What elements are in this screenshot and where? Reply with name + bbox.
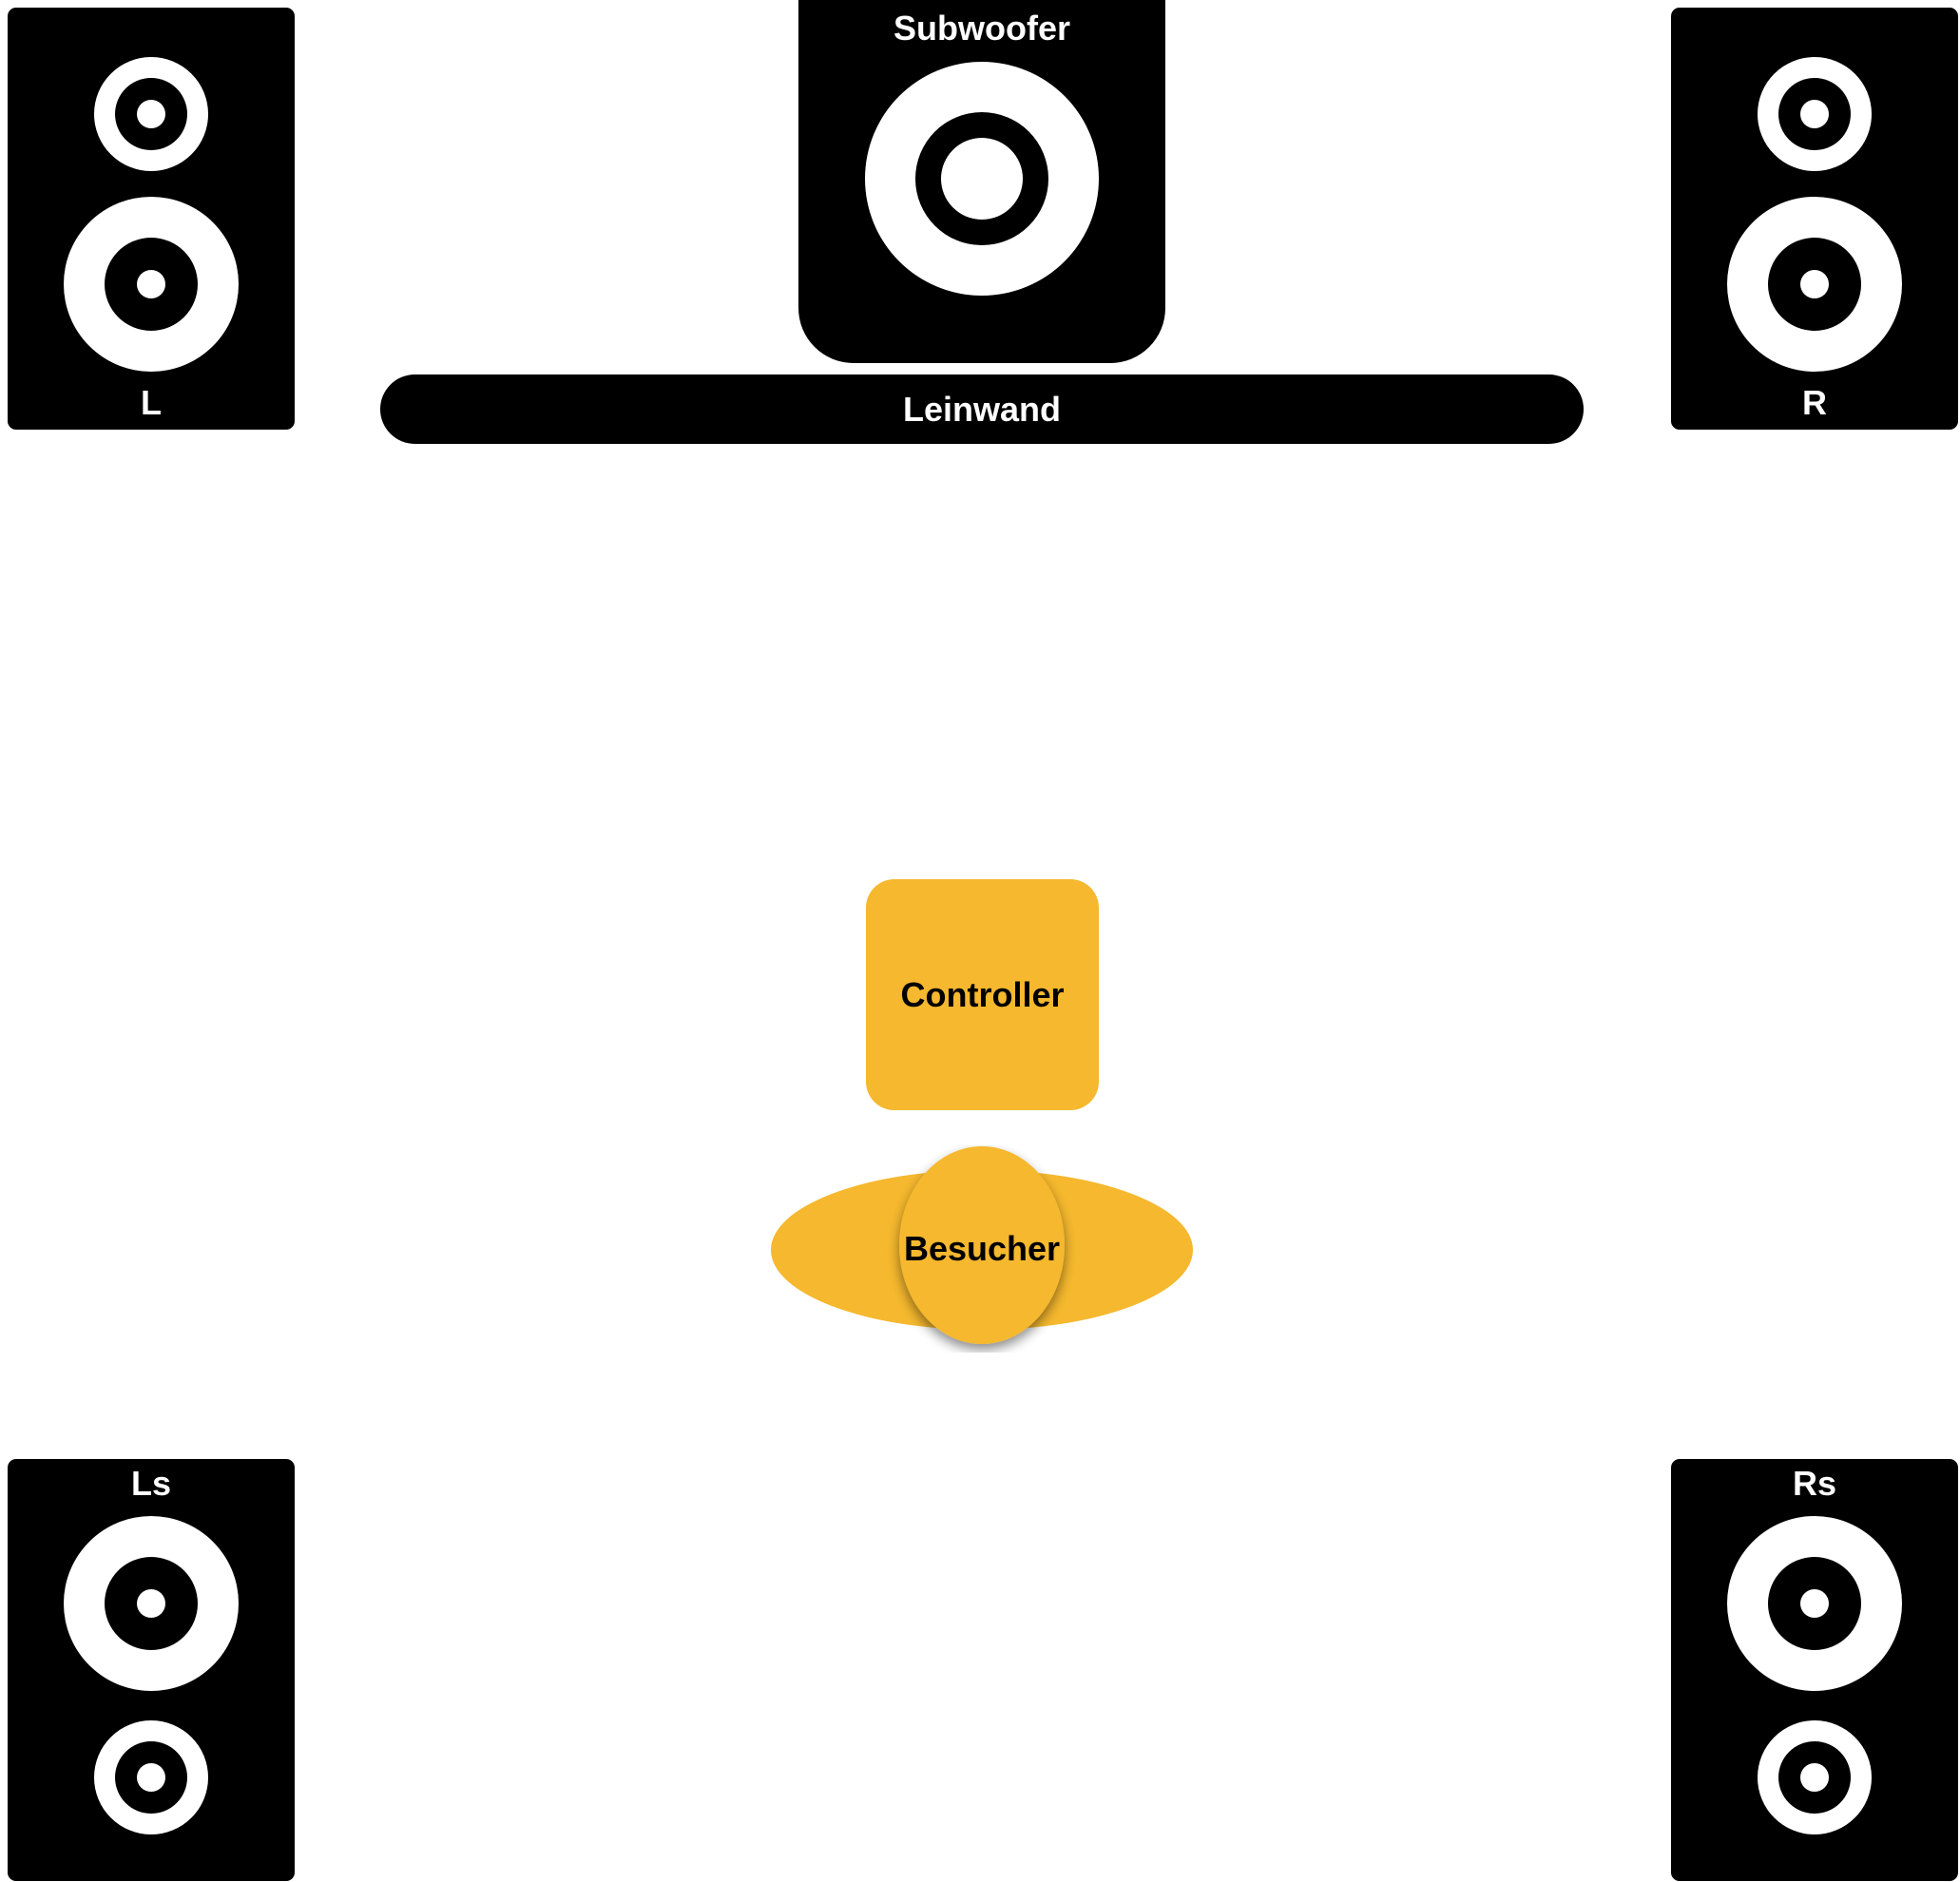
woofer-icon [1727,197,1902,372]
tweeter-icon [94,57,208,171]
speaker-surround-left: Ls [8,1459,295,1881]
tweeter-icon [1758,57,1872,171]
speaker-label: R [1802,383,1827,422]
speaker-label: Ls [130,1464,171,1503]
speaker-front-right: R [1671,8,1958,430]
screen-bar: Leinwand [380,374,1584,444]
woofer-icon [64,197,239,372]
subwoofer: Subwoofer [798,0,1165,363]
subwoofer-top [798,0,1165,57]
subwoofer-driver-icon [865,62,1099,296]
visitor-label: Besucher [903,1229,1061,1268]
woofer-icon [1727,1516,1902,1691]
controller-box: Controller [866,879,1099,1110]
speaker-front-left: L [8,8,295,430]
tweeter-icon [1758,1720,1872,1834]
person-icon [771,1146,1193,1344]
speaker-label: Rs [1792,1464,1837,1503]
tweeter-icon [94,1720,208,1834]
screen-label: Leinwand [902,390,1061,429]
visitor-figure: Besucher [770,1145,1194,1353]
controller-label: Controller [900,975,1065,1014]
speaker-surround-right: Rs [1671,1459,1958,1881]
woofer-icon [64,1516,239,1691]
subwoofer-label: Subwoofer [894,9,1070,48]
speaker-label: L [141,383,162,422]
